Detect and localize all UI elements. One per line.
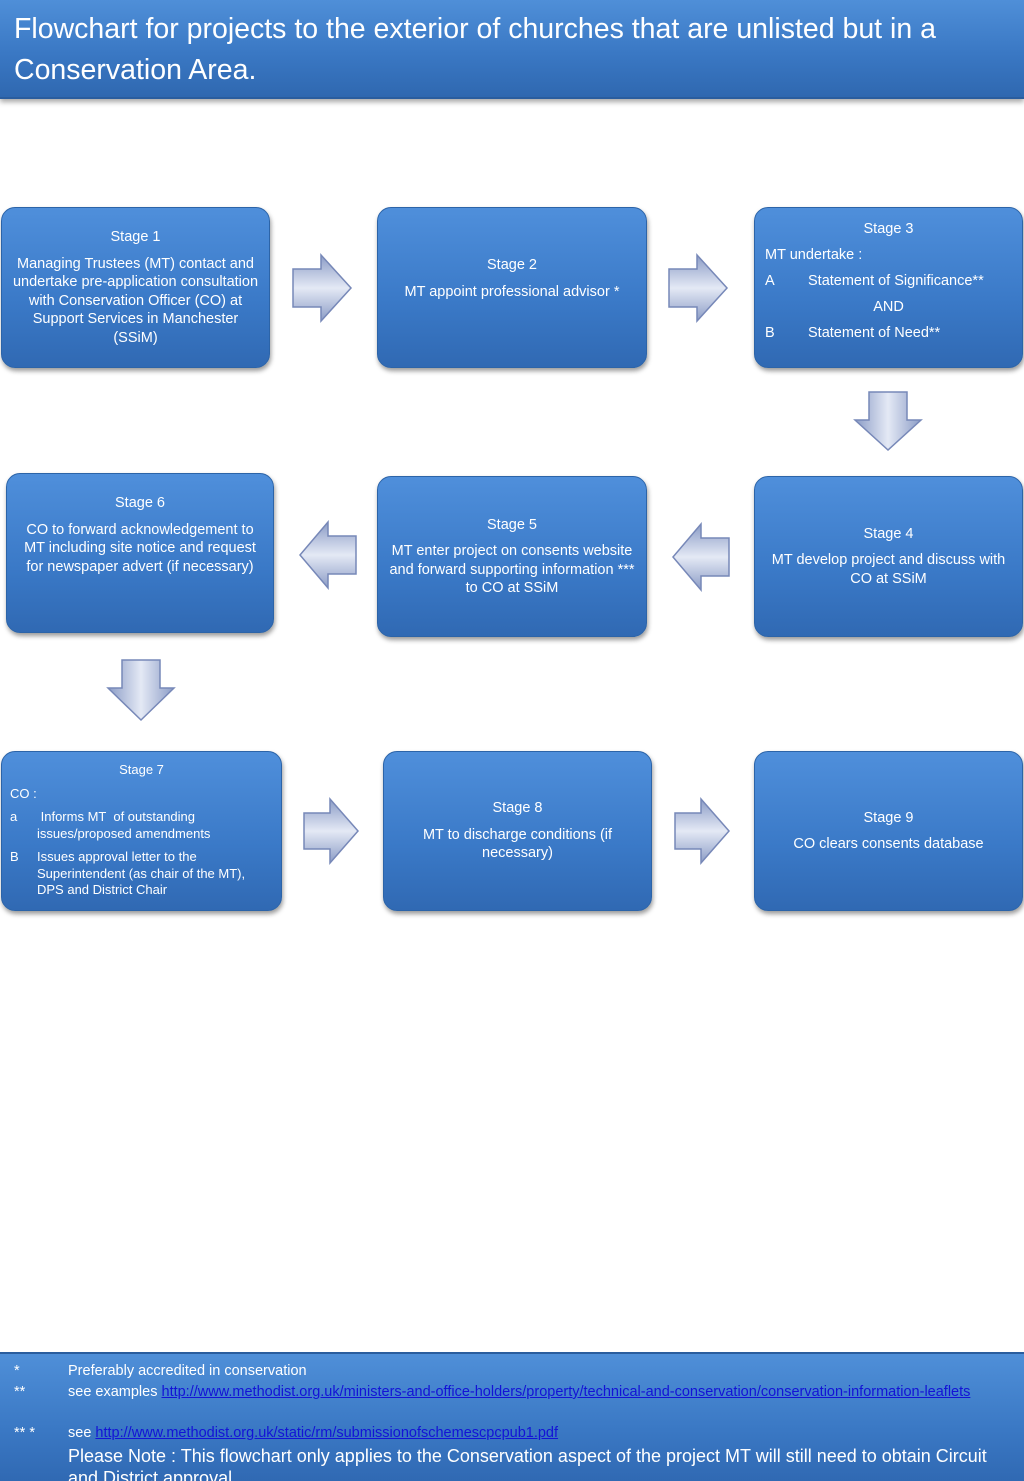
footnote-2-mark: ** [14, 1384, 26, 1400]
stage-5-text: MT enter project on consents website and… [389, 543, 635, 596]
footnote-2-prefix: see examples [68, 1384, 162, 1400]
footnote-3-mark: ** * [14, 1425, 35, 1441]
footnote-3-link[interactable]: http://www.methodist.org.uk/static/rm/su… [95, 1425, 559, 1441]
stage-3-and: AND [873, 299, 904, 315]
stage-5-box: Stage 5 MT enter project on consents web… [377, 476, 647, 637]
arrow-right-icon [292, 253, 353, 323]
stage-9-text: CO clears consents database [793, 836, 984, 852]
stage-1-title: Stage 1 [110, 229, 161, 245]
stage-4-box: Stage 4 MT develop project and discuss w… [754, 476, 1023, 637]
stage-7-title: Stage 7 [119, 762, 164, 777]
stage-3-intro: MT undertake : [765, 247, 863, 263]
arrow-right-icon [674, 797, 730, 865]
footnote-2: ** see examples http://www.methodist.org… [0, 1382, 1010, 1403]
arrow-down-icon [853, 391, 923, 452]
stage-3-b-text: Statement of Need** [808, 325, 941, 341]
stage-5-title: Stage 5 [487, 516, 537, 533]
arrow-left-icon [299, 520, 357, 590]
stage-7-box: Stage 7 CO : a Informs MT of outstanding… [1, 751, 282, 911]
stage-3-item-b: B Statement of Need** [765, 320, 1012, 346]
footnote-1: * Preferably accredited in conservation [0, 1361, 1010, 1382]
stage-7-item-b: B Issues approval letter to the Superint… [10, 849, 273, 899]
stage-3-title: Stage 3 [863, 221, 914, 237]
stage-6-box: Stage 6 CO to forward acknowledgement to… [6, 473, 274, 633]
footnotes-panel: * Preferably accredited in conservation … [0, 1352, 1024, 1481]
stage-7-item-a: a Informs MT of outstanding issues/propo… [10, 809, 273, 842]
stage-1-text: Managing Trustees (MT) contact and under… [12, 255, 259, 346]
stage-3-box: Stage 3 MT undertake : A Statement of Si… [754, 207, 1023, 368]
stage-3-a-label: A [765, 273, 775, 289]
stage-4-text: MT develop project and discuss with CO a… [771, 552, 1006, 587]
footnote-1-mark: * [14, 1363, 20, 1379]
page-title: Flowchart for projects to the exterior o… [14, 13, 936, 86]
footnote-3: ** * see http://www.methodist.org.uk/sta… [0, 1423, 1010, 1444]
arrow-left-icon [672, 522, 730, 592]
arrow-right-icon [303, 797, 359, 865]
stage-7-b-text: Issues approval letter to the Superinten… [37, 849, 246, 897]
header-banner: Flowchart for projects to the exterior o… [0, 0, 1024, 99]
stage-7-b-label: B [10, 849, 19, 864]
stage-2-box: Stage 2 MT appoint professional advisor … [377, 207, 647, 368]
stage-8-title: Stage 8 [492, 800, 543, 817]
stage-7-a-label: a [10, 809, 18, 824]
stage-6-title: Stage 6 [115, 495, 165, 511]
stage-8-box: Stage 8 MT to discharge conditions (if n… [383, 751, 652, 911]
stage-2-text: MT appoint professional advisor * [404, 283, 620, 300]
footnote-2-link[interactable]: http://www.methodist.org.uk/ministers-an… [161, 1384, 971, 1400]
please-note-text: Please Note : This flowchart only applie… [68, 1446, 987, 1481]
stage-7-intro: CO : [10, 785, 37, 801]
stage-9-title: Stage 9 [863, 809, 914, 826]
stage-3-item-a: A Statement of Significance** [765, 268, 1012, 294]
arrow-down-icon [106, 659, 176, 722]
stage-6-text: CO to forward acknowledgement to MT incl… [24, 521, 256, 575]
footnote-3-prefix: see [68, 1425, 96, 1441]
stage-3-a-text: Statement of Significance** [808, 273, 984, 289]
stage-8-text: MT to discharge conditions (if necessary… [422, 826, 613, 862]
stage-9-box: Stage 9 CO clears consents database [754, 751, 1023, 911]
arrow-right-icon [668, 253, 729, 323]
footnote-please-note: Please Note : This flowchart only applie… [0, 1445, 1010, 1481]
stage-3-b-label: B [765, 325, 775, 341]
footnote-1-text: Preferably accredited in conservation [68, 1363, 307, 1379]
stage-2-title: Stage 2 [487, 257, 537, 273]
stage-7-a-text: Informs MT of outstanding issues/propose… [37, 809, 211, 841]
stage-1-box: Stage 1 Managing Trustees (MT) contact a… [1, 207, 270, 368]
stage-4-title: Stage 4 [863, 525, 914, 542]
